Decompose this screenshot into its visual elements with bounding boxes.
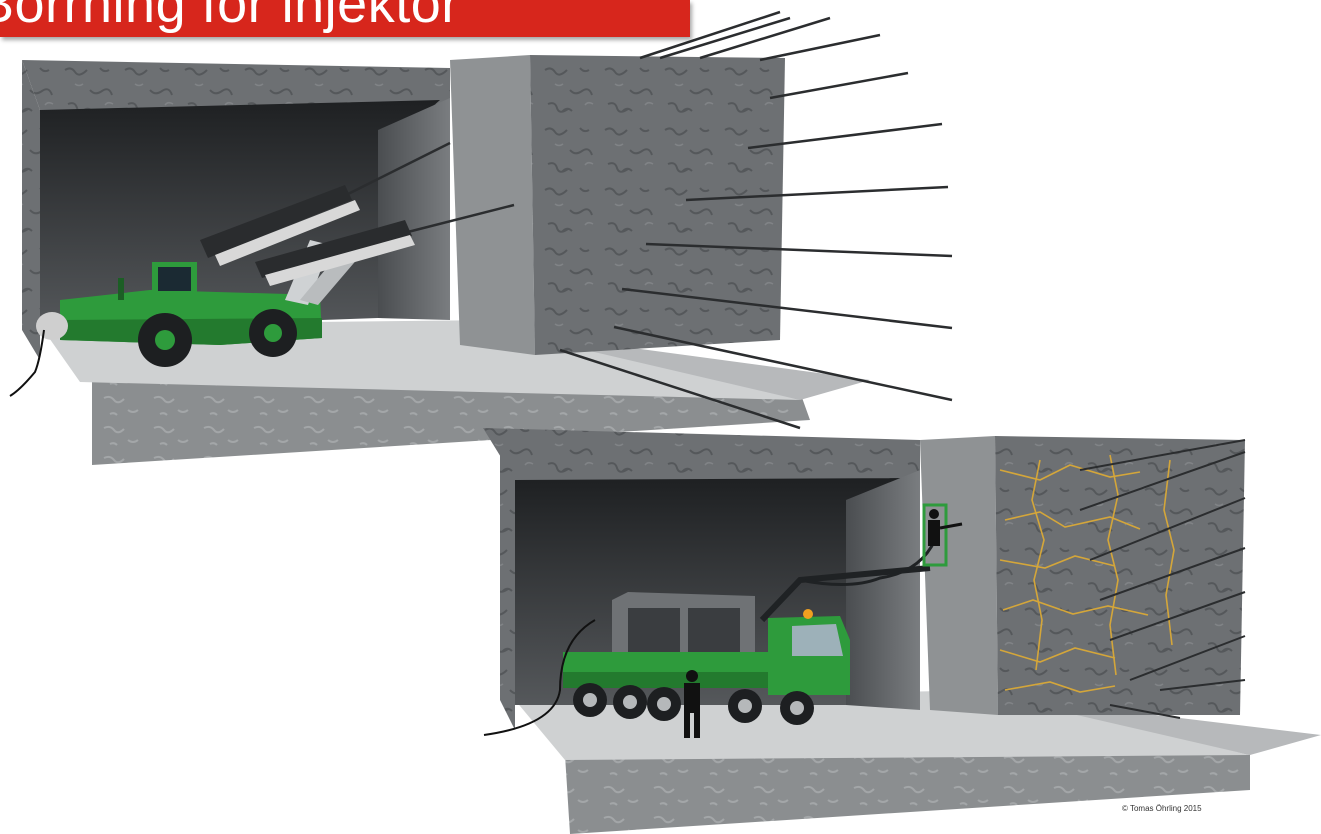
rock-left-wall <box>22 60 40 360</box>
title-banner: Borrning för injektor <box>0 0 690 37</box>
tank-window-1 <box>628 608 680 658</box>
truck-windshield <box>792 624 843 656</box>
floor-slab-bottom <box>565 752 1250 834</box>
rig-cab-window <box>158 267 191 291</box>
copyright-credit: © Tomas Öhrling 2015 <box>1122 804 1202 813</box>
rig-hub-front <box>155 330 175 350</box>
rock-frame-bottom <box>483 428 920 480</box>
page-title: Borrning för injektor <box>0 0 460 35</box>
rig-bumper <box>36 312 68 340</box>
rig-exhaust <box>118 278 124 300</box>
rig-hub-rear <box>264 324 282 342</box>
rock-face-block-2 <box>920 436 998 715</box>
rock-face-block <box>450 55 535 355</box>
tank-window-2 <box>688 608 740 658</box>
truck-beacon <box>803 609 813 619</box>
tunnel-side-wall-2 <box>846 470 920 710</box>
rock-face-front <box>530 55 785 355</box>
tunnel-side-wall <box>378 98 450 320</box>
drilling-scene <box>10 12 952 465</box>
injection-scene <box>483 428 1321 834</box>
